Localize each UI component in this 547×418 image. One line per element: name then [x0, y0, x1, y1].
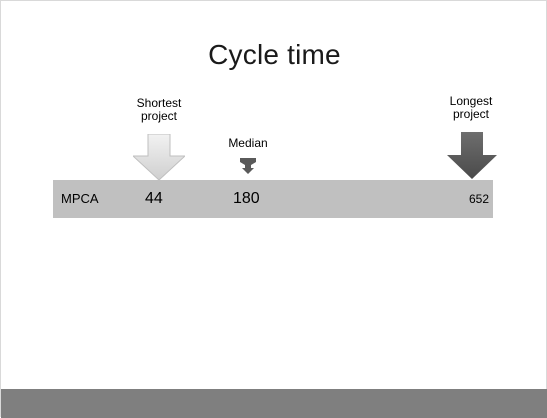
- median-marker-icon: [240, 158, 256, 174]
- slide-title: Cycle time: [208, 39, 341, 70]
- shortest-project-label: Shortest project: [136, 96, 182, 123]
- cycle-time-bar: MPCA 44 180 652: [53, 180, 493, 218]
- median-label: Median: [228, 136, 268, 150]
- row-label: MPCA: [61, 191, 99, 206]
- footer-band: [1, 389, 547, 418]
- longest-project-label: Longest project: [449, 94, 493, 121]
- median-value: 180: [233, 190, 260, 207]
- down-arrow-icon: [447, 132, 497, 179]
- down-arrow-icon: [133, 134, 185, 180]
- shortest-value: 44: [145, 190, 163, 207]
- longest-value: 652: [468, 192, 489, 206]
